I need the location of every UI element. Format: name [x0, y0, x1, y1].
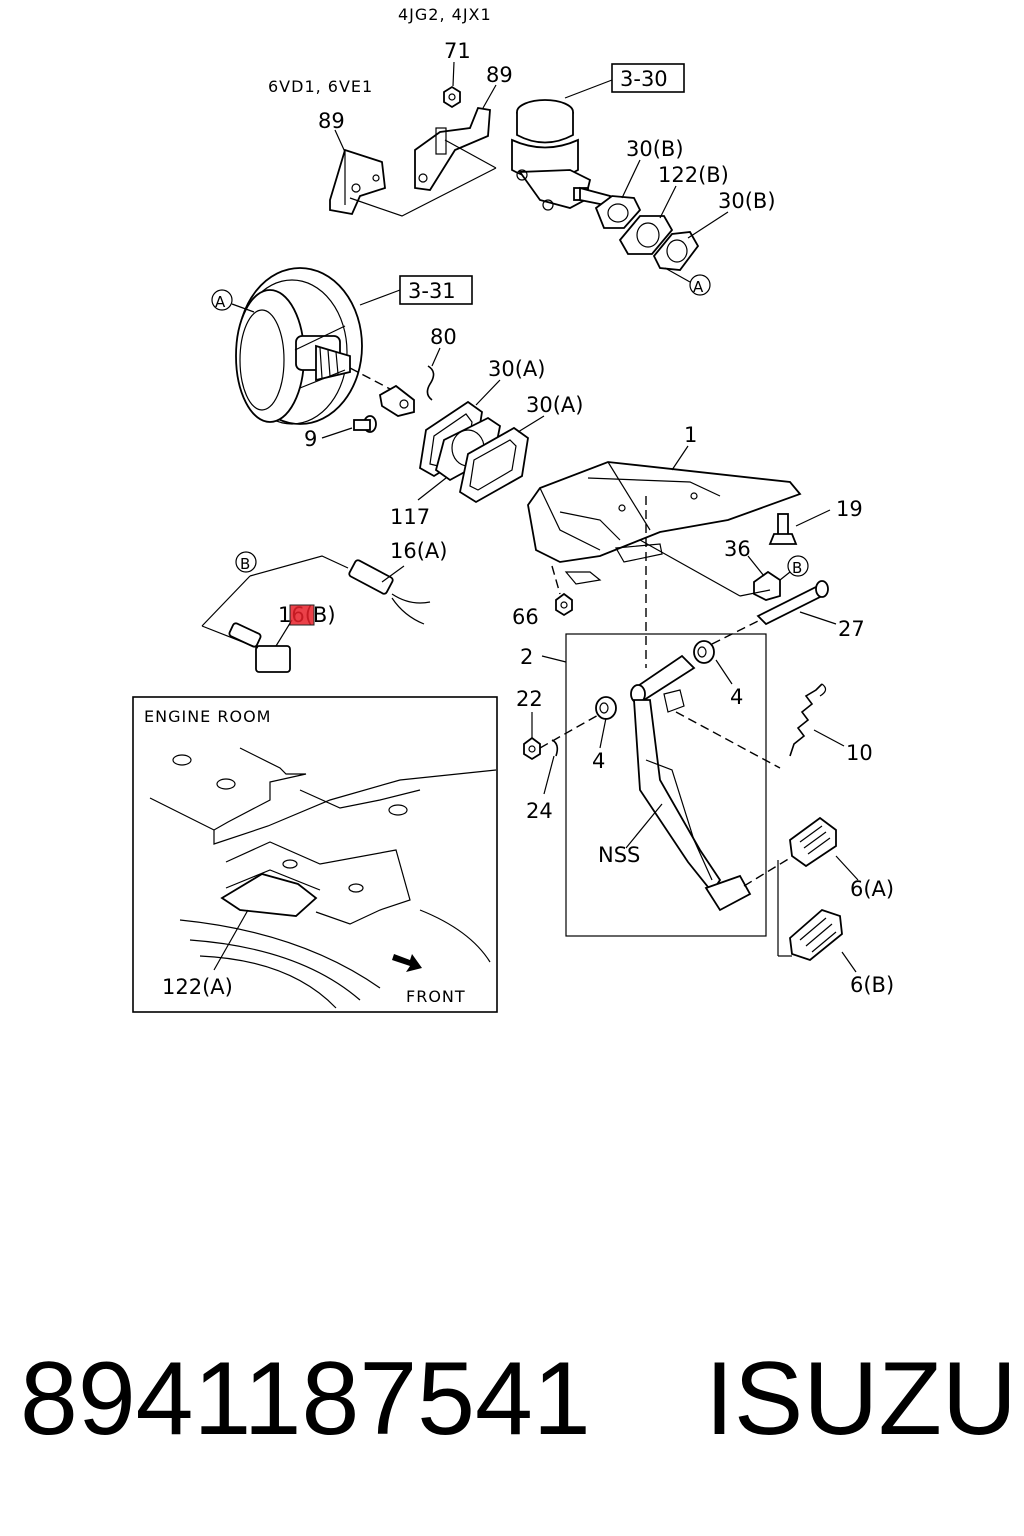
- circle-marker-a-right: A: [689, 274, 711, 296]
- engine-label-top: 4JG2, 4JX1: [398, 5, 492, 24]
- circle-marker-b-left: B: [235, 551, 257, 573]
- inset-part-label[interactable]: 122(A): [162, 975, 233, 999]
- callout-122b[interactable]: 122(B): [658, 163, 729, 187]
- callout-89-right[interactable]: 89: [486, 63, 513, 87]
- callout-89-left[interactable]: 89: [318, 109, 345, 133]
- pedal-bracket-1-drawing: [527, 461, 802, 585]
- reference-box-3-31[interactable]: 3-31: [399, 275, 473, 305]
- bushing-4-left-drawing: [595, 696, 617, 720]
- brake-pedal-drawing: [630, 654, 752, 912]
- reference-box-3-30[interactable]: 3-30: [611, 63, 685, 93]
- clip-24-drawing: [551, 739, 559, 757]
- circle-marker-letter: B: [792, 559, 802, 577]
- engine-room-inset: ENGINE ROOM 122(A) FRONT: [132, 696, 498, 1013]
- callout-30b-first[interactable]: 30(B): [626, 137, 684, 161]
- callout-27[interactable]: 27: [838, 617, 865, 641]
- link-36-to-27: [639, 539, 741, 597]
- callout-30a-first[interactable]: 30(A): [488, 357, 545, 381]
- circle-marker-letter: A: [215, 293, 226, 311]
- callout-nss[interactable]: NSS: [598, 843, 640, 867]
- callout-117[interactable]: 117: [390, 505, 430, 529]
- callout-36[interactable]: 36: [724, 537, 751, 561]
- circle-marker-letter: B: [240, 555, 250, 573]
- bolt-9-drawing: [353, 415, 377, 433]
- switch-bracket-outline: [249, 555, 349, 577]
- callout-6b[interactable]: 6(B): [850, 973, 894, 997]
- part-number: 8941187541: [20, 1341, 591, 1457]
- brake-booster-drawing: [235, 267, 363, 425]
- callout-66[interactable]: 66: [512, 605, 539, 629]
- highlight-marker: [289, 604, 315, 626]
- callout-4-right[interactable]: 4: [730, 685, 743, 709]
- callout-2[interactable]: 2: [520, 645, 533, 669]
- callout-80[interactable]: 80: [430, 325, 457, 349]
- nut-66-drawing: [555, 592, 573, 617]
- nut-71-drawing: [443, 85, 461, 109]
- callout-9[interactable]: 9: [304, 427, 317, 451]
- bolt-19-drawing: [768, 513, 798, 545]
- callout-30a-second[interactable]: 30(A): [526, 393, 583, 417]
- pedal-pad-6b-drawing: [789, 908, 843, 962]
- reference-box-label: 3-30: [620, 67, 668, 91]
- inset-direction-label: FRONT: [406, 987, 466, 1006]
- callout-71[interactable]: 71: [444, 39, 471, 63]
- pedal-assembly-frame: [565, 633, 767, 937]
- master-cylinder-drawing: [511, 99, 611, 211]
- callout-6a[interactable]: 6(A): [850, 877, 894, 901]
- nut-22-drawing: [523, 736, 541, 761]
- return-spring-10-drawing: [789, 683, 827, 757]
- gasket-30b-second-drawing: [652, 231, 700, 271]
- inset-title: ENGINE ROOM: [144, 707, 271, 726]
- callout-4-left[interactable]: 4: [592, 749, 605, 773]
- footer: 8941187541 ISUZU: [20, 1340, 1017, 1470]
- callout-24[interactable]: 24: [526, 799, 553, 823]
- callout-19[interactable]: 19: [836, 497, 863, 521]
- clip-36-drawing: [753, 570, 781, 601]
- switch-16b-drawing: [228, 622, 291, 673]
- callout-16a[interactable]: 16(A): [390, 539, 447, 563]
- gasket-30a-second-drawing: [458, 426, 529, 504]
- shaft-27-drawing: [756, 580, 829, 626]
- bracket-bolt-line: [349, 167, 497, 217]
- bracket-link-line: [444, 139, 497, 169]
- circle-marker-letter: A: [693, 278, 704, 296]
- circle-marker-a-left: A: [211, 289, 233, 311]
- gasket-30b-first-drawing: [594, 195, 642, 229]
- bracket-89-left-drawing: [329, 148, 386, 216]
- switch-16a-drawing: [348, 559, 431, 625]
- brand-name: ISUZU: [705, 1341, 1017, 1457]
- leader-89-right: [482, 84, 497, 109]
- engine-label-left: 6VD1, 6VE1: [268, 77, 373, 96]
- spacer-122b-drawing: [618, 215, 674, 255]
- callout-1[interactable]: 1: [684, 423, 697, 447]
- clevis-drawing: [378, 384, 415, 417]
- pedal-pad-6a-drawing: [789, 816, 837, 868]
- callout-30b-second[interactable]: 30(B): [718, 189, 776, 213]
- leader-89-left: [334, 129, 346, 153]
- circle-marker-b-right: B: [787, 555, 809, 577]
- front-arrow-icon: [392, 954, 422, 972]
- bushing-4-right-drawing: [693, 640, 715, 664]
- reference-box-label: 3-31: [408, 279, 456, 303]
- clip-80-drawing: [426, 365, 435, 401]
- callout-22[interactable]: 22: [516, 687, 543, 711]
- callout-10[interactable]: 10: [846, 741, 873, 765]
- bracket-89-right-drawing: [414, 106, 491, 191]
